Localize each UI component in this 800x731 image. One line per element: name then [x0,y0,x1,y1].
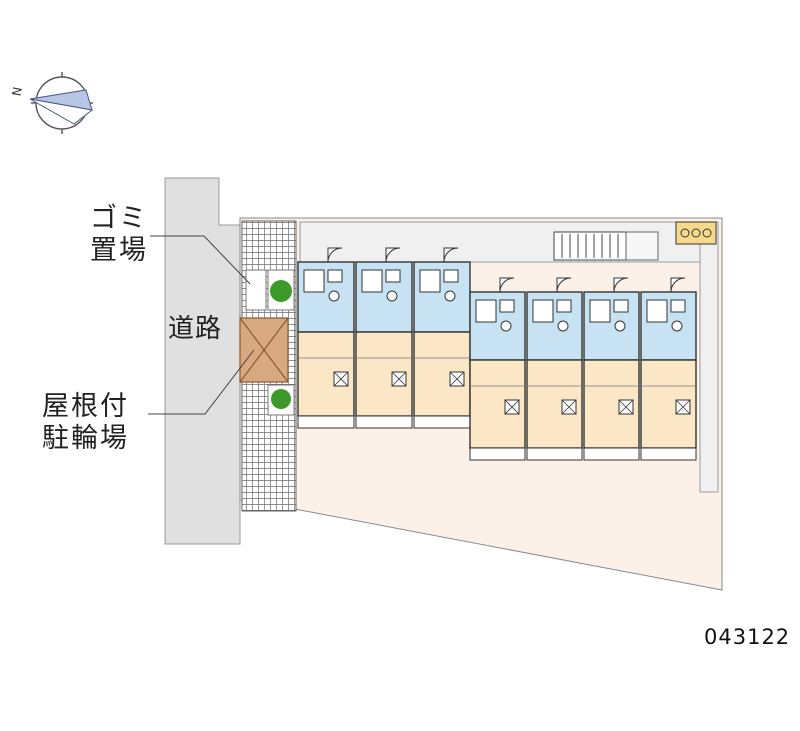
door-swing [613,277,629,293]
bath-icon [589,299,611,323]
meter-icon [680,228,690,238]
leader-line-bike [148,349,255,415]
balcony [640,447,697,461]
meter-icon [702,228,712,238]
stair-treads [561,234,619,258]
sink-icon [385,269,401,283]
bike-parking-label: 屋根付 駐輪場 [42,391,129,454]
shrub-icon [271,389,291,409]
closet-mark [391,371,407,387]
garbage-area [245,269,267,311]
bath-icon [303,269,325,293]
stair-landing [625,231,659,261]
balcony [526,447,583,461]
balcony [413,415,471,429]
door-swing [443,247,459,263]
sink-icon [613,299,629,313]
north-mark: N [10,86,25,97]
bath-icon [532,299,554,323]
door-swing [556,277,572,293]
bath-icon [361,269,383,293]
closet-mark [561,399,577,415]
balcony [583,447,640,461]
balcony [355,415,413,429]
road-label: 道路 [168,314,223,344]
property-code: 043122 [704,625,791,649]
walkway-east [699,221,719,493]
door-swing [327,247,343,263]
closet-mark [449,371,465,387]
closet-mark [333,371,349,387]
wet-area [640,291,697,361]
stairs [553,231,627,261]
sink-icon [556,299,572,313]
road [164,177,241,545]
toilet-icon [671,320,683,332]
toilet-icon [444,290,456,302]
balcony [297,415,355,429]
garbage-area-label: ゴミ 置場 [90,203,148,266]
balcony [469,447,526,461]
door-swing [670,277,686,293]
closet-mark [504,399,520,415]
closet-mark [675,399,691,415]
sink-icon [327,269,343,283]
toilet-icon [500,320,512,332]
shrub-icon [270,280,292,302]
toilet-icon [386,290,398,302]
bath-icon [475,299,497,323]
closet-mark [618,399,634,415]
toilet-icon [328,290,340,302]
bath-icon [646,299,668,323]
door-swing [385,247,401,263]
sink-icon [499,299,515,313]
meter-box [675,221,717,245]
toilet-icon [557,320,569,332]
bath-icon [419,269,441,293]
door-swing [499,277,515,293]
sink-icon [670,299,686,313]
compass-icon: N [10,72,94,134]
toilet-icon [614,320,626,332]
leader-line-garbage [150,235,251,285]
apartment-units [297,247,697,461]
meter-icon [691,228,701,238]
sink-icon [443,269,459,283]
bike-parking-roof-ridge [239,317,289,383]
